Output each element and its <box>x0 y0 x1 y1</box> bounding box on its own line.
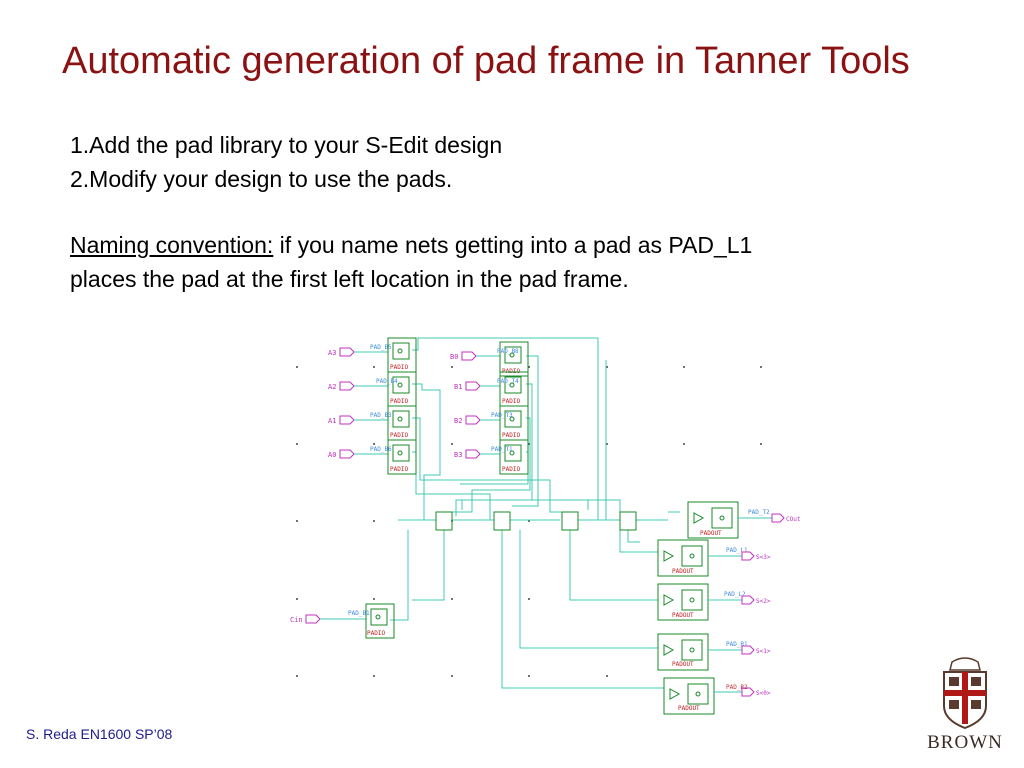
svg-text:PADIO: PADIO <box>390 432 408 439</box>
brown-logo: BROWN <box>927 657 1003 752</box>
svg-text:PADIO: PADIO <box>390 364 408 371</box>
svg-text:PAD_R1: PAD_R1 <box>726 641 748 648</box>
svg-text:PAD_B4: PAD_B4 <box>376 378 398 385</box>
svg-text:B1: B1 <box>454 383 462 391</box>
svg-text:A3: A3 <box>328 349 336 357</box>
padio-cell-b3: PAD_T1 PADIO <box>491 439 529 475</box>
padio-cell-a0: PAD_B6 PADIO <box>370 439 417 475</box>
padout-cell-s3: PADOUT PAD_L1 S<3> <box>657 539 771 577</box>
input-port-b0: B0 <box>450 351 500 361</box>
svg-text:PAD_B6: PAD_B6 <box>370 446 392 453</box>
step-1: 1.Add the pad library to your S-Edit des… <box>70 132 503 158</box>
padout-cell-s1: PADOUT PAD_R1 S<1> <box>657 633 771 671</box>
svg-text:B0: B0 <box>450 353 458 361</box>
padio-cell-b0: PAD_B8 PADIO <box>497 341 529 377</box>
padout-cells: PADOUT PAD_T2 COut PADOUT PAD_L1 S<3> PA… <box>657 501 801 715</box>
svg-text:PAD_B3: PAD_B3 <box>370 412 392 419</box>
svg-text:PADOUT: PADOUT <box>672 568 694 575</box>
padout-cell-s2: PADOUT PAD_L2 S<2> <box>657 583 771 621</box>
svg-text:A2: A2 <box>328 383 336 391</box>
step-2: 2.Modify your design to use the pads. <box>70 166 453 192</box>
logo-crest-icon <box>943 657 987 730</box>
svg-text:B3: B3 <box>454 451 462 459</box>
svg-text:PAD_T2: PAD_T2 <box>748 509 770 516</box>
input-port-a2: A2 <box>328 381 388 391</box>
logo-wordmark: BROWN <box>927 732 1003 752</box>
svg-text:Cin: Cin <box>290 616 303 624</box>
svg-text:PAD_B1: PAD_B1 <box>348 610 370 617</box>
svg-text:S<3>: S<3> <box>756 554 771 561</box>
naming-label: Naming convention: <box>70 232 274 258</box>
svg-text:PADOUT: PADOUT <box>672 612 694 619</box>
svg-text:PADOUT: PADOUT <box>678 705 700 712</box>
adder-blocks <box>435 511 637 531</box>
input-port-a3: A3 <box>328 347 388 357</box>
svg-text:PAD_L1: PAD_L1 <box>726 547 748 554</box>
mid-pad-cells: PAD_B8 PADIO PAD_T4 PADIO PAD_T3 PADIO P… <box>491 341 529 475</box>
naming-paragraph: Naming convention: if you name nets gett… <box>70 228 752 262</box>
padout-cell-cout: PADOUT PAD_T2 COut <box>687 501 801 539</box>
slide-body: 1.Add the pad library to your S-Edit des… <box>70 128 752 296</box>
padio-cell-b1: PAD_T4 PADIO <box>497 371 529 407</box>
slide-title: Automatic generation of pad frame in Tan… <box>62 40 910 82</box>
padio-cell-a3: PAD_B5 PADIO <box>370 337 417 373</box>
input-port-b1: B1 <box>454 381 500 391</box>
padout-cell-s0: PADOUT PAD_R2 S<0> <box>663 677 771 715</box>
left-inputs: A3 A2 A1 A0 <box>328 347 388 459</box>
svg-text:PADOUT: PADOUT <box>672 661 694 668</box>
left-pad-cells: PAD_B5 PADIO PAD_B4 PADIO PAD_B3 PADIO P… <box>370 337 417 475</box>
naming-text-line2: places the pad at the first left locatio… <box>70 266 629 292</box>
svg-text:PAD_T1: PAD_T1 <box>491 446 513 453</box>
svg-text:PADIO: PADIO <box>390 398 408 405</box>
naming-text: if you name nets getting into a pad as P… <box>273 232 753 258</box>
input-port-b3: B3 <box>454 449 500 459</box>
svg-text:PADIO: PADIO <box>502 466 520 473</box>
padio-cell-a1: PAD_B3 PADIO <box>370 405 417 441</box>
svg-text:COut: COut <box>786 516 801 523</box>
svg-text:PAD_B5: PAD_B5 <box>370 344 392 351</box>
svg-text:PAD_T4: PAD_T4 <box>497 378 519 385</box>
footer-credit: S. Reda EN1600 SP’08 <box>26 726 173 742</box>
svg-text:PAD_T3: PAD_T3 <box>491 412 513 419</box>
svg-text:S<1>: S<1> <box>756 648 771 655</box>
svg-text:A0: A0 <box>328 451 336 459</box>
svg-text:PADIO: PADIO <box>390 466 408 473</box>
input-port-b2: B2 <box>454 415 500 425</box>
svg-text:PADIO: PADIO <box>502 398 520 405</box>
svg-text:S<2>: S<2> <box>756 598 771 605</box>
svg-text:PADIO: PADIO <box>502 432 520 439</box>
input-port-a1: A1 <box>328 415 388 425</box>
svg-text:B2: B2 <box>454 417 462 425</box>
svg-text:S<0>: S<0> <box>756 690 771 697</box>
cin-input: Cin <box>290 614 366 624</box>
mid-inputs: B0 B1 B2 B3 <box>450 351 500 459</box>
input-port-a0: A0 <box>328 449 388 459</box>
svg-text:PAD_L2: PAD_L2 <box>724 591 746 598</box>
svg-text:PADIO: PADIO <box>367 630 385 637</box>
svg-text:PAD_R2: PAD_R2 <box>726 684 748 691</box>
svg-text:PAD_B8: PAD_B8 <box>497 348 519 355</box>
svg-text:PADOUT: PADOUT <box>700 530 722 537</box>
padio-cell-b2: PAD_T3 PADIO <box>491 405 529 441</box>
padio-cell-cin: PAD_B1 PADIO <box>348 603 395 639</box>
svg-text:A1: A1 <box>328 417 336 425</box>
padio-cell-a2: PAD_B4 PADIO <box>376 371 417 407</box>
